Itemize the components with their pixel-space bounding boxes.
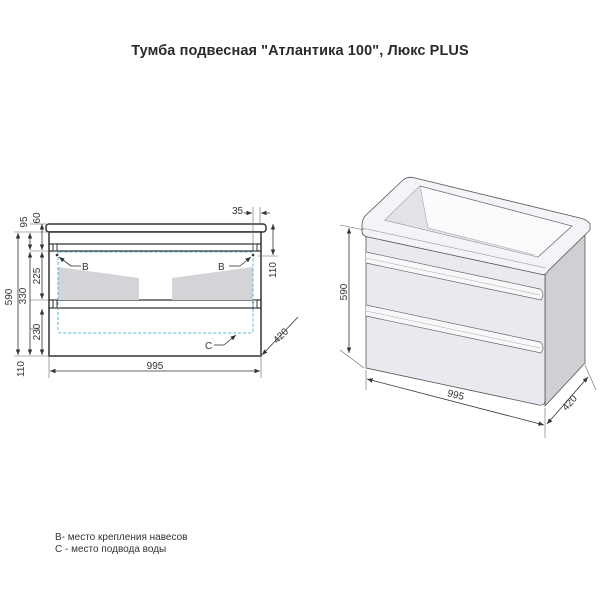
iso-view: 590 995 420 xyxy=(339,176,597,438)
dim-420-front: 420 xyxy=(271,326,291,346)
dim-420-iso: 420 xyxy=(560,393,580,413)
dim-230: 230 xyxy=(32,323,43,340)
dim-60: 60 xyxy=(32,212,43,224)
legend-line-c: C - место подвода воды xyxy=(55,544,167,555)
marker-c: C xyxy=(205,341,212,352)
front-view: B B C 590 95 330 60 225 xyxy=(4,206,299,378)
dim-330: 330 xyxy=(18,287,29,304)
dim-995-front: 995 xyxy=(147,361,164,372)
dim-995-iso: 995 xyxy=(446,388,465,403)
legend-line-b: B- место крепления навесов xyxy=(55,532,188,543)
dim-95: 95 xyxy=(19,216,30,228)
legend: B- место крепления навесов C - место под… xyxy=(55,532,187,556)
dim-110-right: 110 xyxy=(268,262,279,278)
dim-110-bottom: 110 xyxy=(16,361,27,377)
dim-35: 35 xyxy=(232,206,244,217)
dim-225: 225 xyxy=(32,267,43,284)
page-title: Тумба подвесная "Атлантика 100", Люкс PL… xyxy=(131,43,469,59)
dim-590: 590 xyxy=(4,288,15,305)
marker-b-left: B xyxy=(82,262,89,273)
marker-b-right: B xyxy=(218,262,225,273)
dim-590-iso: 590 xyxy=(339,283,350,300)
